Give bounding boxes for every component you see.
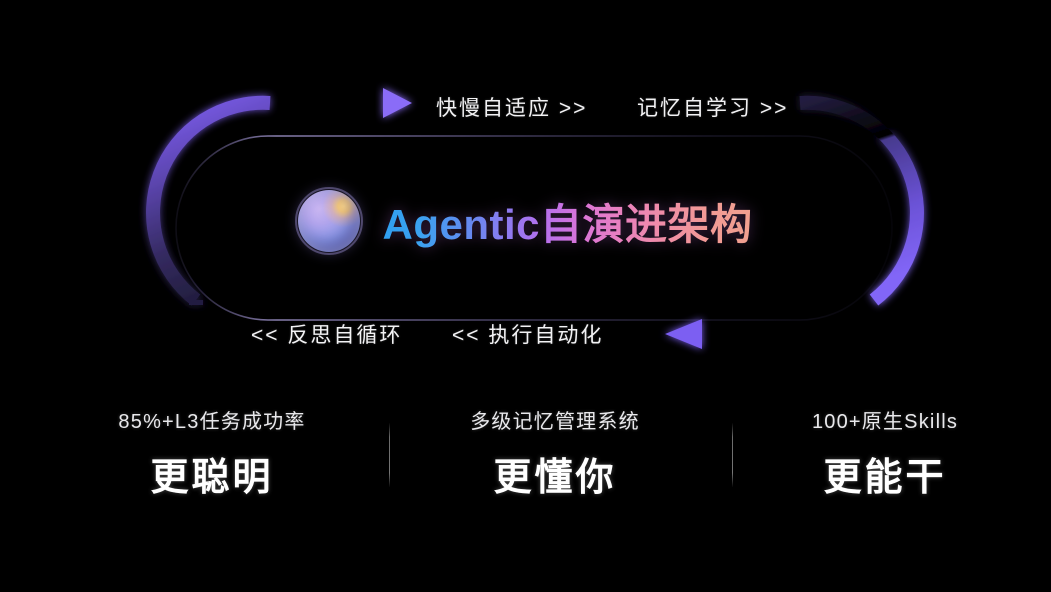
stat-caption: 85%+L3任务成功率 [118,411,306,433]
stat-divider-1 [389,423,390,487]
stat-column-2: 多级记忆管理系统 更懂你 [390,405,720,501]
arrow-head-forward-icon [383,88,412,118]
cycle-label-bottom-1: << 反思自循环 [251,324,403,347]
stats-row: 85%+L3任务成功率 更聪明 多级记忆管理系统 更懂你 100+原生Skill… [0,405,1051,525]
stat-headline: 更聪明 [150,457,274,499]
stat-divider-2 [732,423,733,487]
stat-headline: 更懂你 [493,457,617,499]
arrow-head-backward-icon [665,319,702,349]
stat-caption: 100+原生Skills [811,411,959,433]
gradient-sphere-icon [295,187,364,255]
stat-headline: 更能干 [823,457,947,499]
stat-caption: 多级记忆管理系统 [470,411,640,433]
cycle-label-top-2: 记忆自学习 >> [637,97,789,120]
cycle-label-top-1: 快慢自适应 >> [436,97,588,120]
brand-lockup: Agentic自演进架构 [0,186,1051,256]
cycle-label-bottom-2: << 执行自动化 [452,324,604,347]
stat-column-3: 100+原生Skills 更能干 [720,405,1050,501]
stat-column-1: 85%+L3任务成功率 更聪明 [47,405,377,501]
page-title: Agentic自演进架构 [382,191,752,252]
